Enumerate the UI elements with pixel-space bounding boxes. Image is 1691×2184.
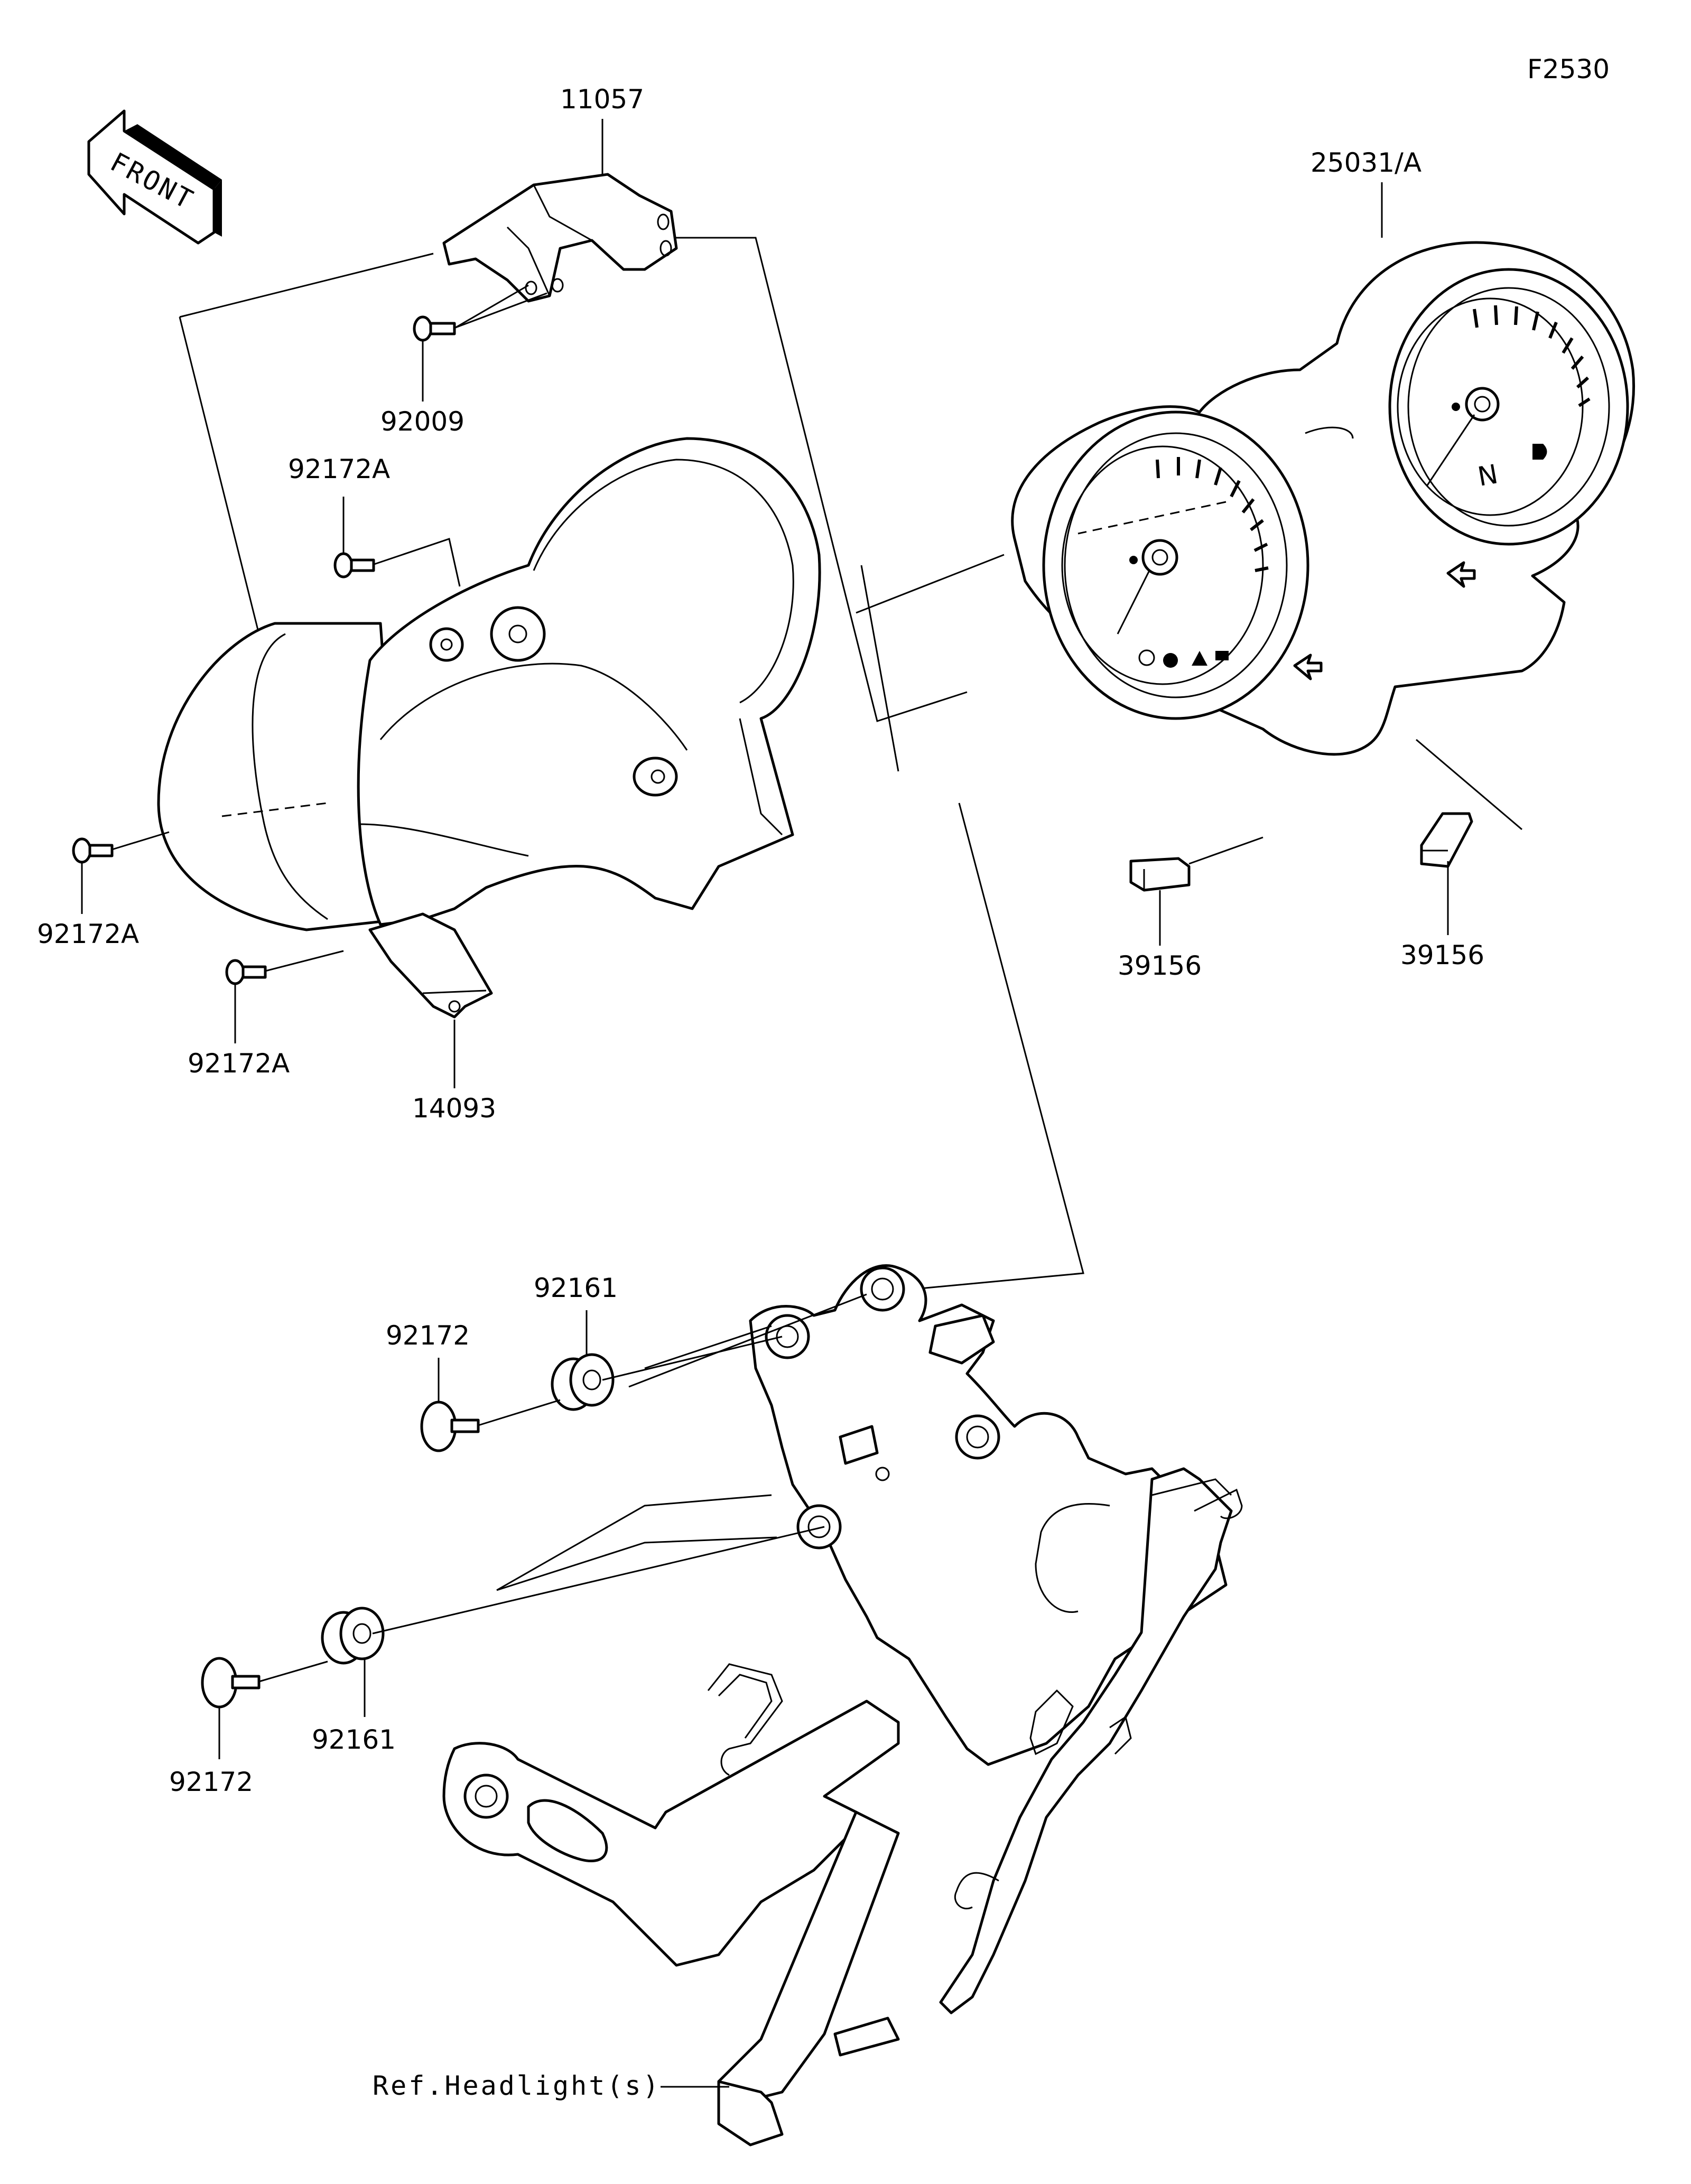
screw-92172A-left [72, 837, 114, 864]
callout-25031A: 25031/A [1311, 147, 1421, 178]
callout-92172A-top: 92172A [288, 454, 390, 484]
grommet-92161-top [551, 1353, 615, 1411]
callout-92161-top: 92161 [534, 1273, 618, 1303]
bolt-92172-bottom [201, 1657, 261, 1709]
front-arrow-icon: FRONT [87, 109, 222, 245]
callout-92172A-left: 92172A [37, 919, 139, 949]
callout-39156-right: 39156 [1400, 940, 1484, 970]
grommet-92161-bottom [321, 1607, 385, 1665]
screw-92009 [413, 315, 456, 342]
figure-code: F2530 [1527, 54, 1610, 85]
meter-stay-bracket [442, 1264, 1243, 2146]
rubber-39156-right [1420, 812, 1473, 868]
callout-11057: 11057 [560, 84, 644, 115]
callout-92161-bottom: 92161 [312, 1724, 396, 1755]
rubber-39156-left [1129, 857, 1191, 892]
callout-14093: 14093 [412, 1093, 496, 1124]
assembly-guide-lines [179, 237, 1522, 1290]
callout-92172-top: 92172 [386, 1320, 470, 1351]
callout-39156-left: 39156 [1118, 950, 1202, 981]
callout-92009: 92009 [380, 406, 464, 437]
screw-92172A-low [225, 959, 267, 985]
bolt-92172-top [420, 1401, 480, 1452]
meter-assembly-25031A: N [1011, 241, 1635, 756]
callout-92172A-low: 92172A [188, 1048, 290, 1079]
ref-headlight-label: Ref.Headlight(s) [373, 2070, 661, 2101]
meter-cover-14093 [157, 437, 821, 1019]
callout-92172-bottom: 92172 [169, 1767, 253, 1797]
screw-92172A-top [333, 552, 375, 578]
bracket-11057 [442, 173, 678, 303]
